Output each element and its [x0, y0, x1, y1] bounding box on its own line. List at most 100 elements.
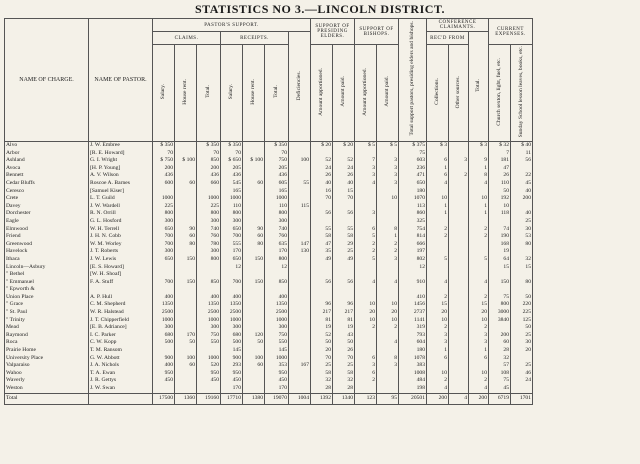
value-cell: 860	[398, 210, 427, 218]
value-cell	[288, 263, 311, 272]
charge-name: Ashland	[4, 157, 89, 165]
value-cell: 170	[220, 248, 243, 256]
value-cell: 700	[220, 233, 243, 241]
charge-name: Havelock	[4, 248, 89, 256]
value-cell: 1000	[152, 316, 175, 325]
value-cell: 450	[152, 377, 175, 385]
value-cell	[174, 187, 197, 196]
value-cell: 20	[376, 309, 399, 317]
charge-name: Ithaca	[4, 255, 89, 264]
value-cell: 12	[264, 263, 289, 272]
value-cell: 3000	[488, 309, 511, 317]
value-cell: 410	[398, 293, 427, 302]
value-cell: 4	[354, 278, 377, 287]
value-cell	[152, 347, 175, 355]
value-cell: 60	[174, 362, 197, 370]
value-cell: 16	[310, 187, 333, 196]
value-cell: 300	[220, 324, 243, 332]
table-row: " Bethel[W. H. Shoaf]	[4, 271, 533, 279]
pastor-name: I. C. Parker	[88, 331, 153, 340]
value-cell: 110	[488, 179, 511, 188]
value-cell: 17710	[220, 392, 243, 405]
presiding-elders-header: SUPPORT OF PRESIDING ELDERS.	[310, 18, 355, 45]
value-cell: 300	[152, 324, 175, 332]
value-cell: $ 650	[220, 157, 243, 165]
charge-name: Crete	[4, 195, 89, 203]
value-cell	[354, 385, 377, 394]
value-cell: 2	[468, 324, 489, 332]
value-cell: 123	[354, 392, 377, 405]
value-cell	[288, 354, 311, 363]
value-cell: 10	[426, 369, 449, 378]
charge-name: Roca	[4, 339, 89, 348]
value-cell: 436	[152, 172, 175, 180]
col-other-sources: Other sources.	[448, 44, 469, 142]
value-cell: 353	[264, 362, 289, 370]
value-cell: 55	[288, 179, 311, 188]
value-cell: 50	[510, 293, 533, 302]
value-cell	[376, 149, 399, 158]
value-cell	[242, 187, 265, 196]
value-cell: 7	[354, 157, 377, 165]
value-cell: 6	[354, 369, 377, 378]
value-cell	[468, 240, 489, 249]
col-sunday-school: Sunday School lesson leaves, books, etc.	[510, 44, 533, 142]
value-cell	[448, 369, 469, 378]
value-cell	[448, 179, 469, 188]
value-cell: 400	[220, 293, 243, 302]
charge-name: Ceresco	[4, 187, 89, 196]
value-cell: 32	[310, 377, 333, 385]
value-cell: 300	[152, 217, 175, 226]
value-cell: 55	[332, 225, 355, 234]
value-cell	[288, 255, 311, 264]
value-cell: 300	[264, 217, 289, 226]
value-cell: 52	[310, 331, 333, 340]
value-cell: 25	[510, 217, 533, 226]
value-cell	[242, 316, 265, 325]
value-cell	[448, 248, 469, 256]
value-cell: 60	[242, 233, 265, 241]
value-cell	[488, 286, 511, 294]
pastor-name: Roscoe A. Barnes	[88, 179, 153, 188]
value-cell	[510, 164, 533, 173]
value-cell: 750	[264, 157, 289, 165]
value-cell	[242, 309, 265, 317]
table-row: " Epworth &	[4, 286, 533, 294]
value-cell: 1	[468, 164, 489, 173]
value-cell: 115	[288, 202, 311, 211]
value-cell	[510, 385, 533, 394]
charge-name: Total	[4, 392, 89, 405]
value-cell: 650	[152, 225, 175, 234]
value-cell	[332, 149, 355, 158]
value-cell: 167	[288, 362, 311, 370]
value-cell: 850	[264, 278, 289, 287]
value-cell: 7	[488, 149, 511, 158]
value-cell: 145	[264, 347, 289, 355]
charge-name: Valparaiso	[4, 362, 89, 370]
value-cell	[288, 233, 311, 241]
value-cell: 1	[376, 233, 399, 241]
value-cell: 32	[510, 255, 533, 264]
value-cell	[288, 301, 311, 310]
value-cell: 1	[468, 347, 489, 355]
value-cell: 10	[468, 195, 489, 203]
pastor-name: W. H. Terrell	[88, 225, 153, 234]
value-cell: 2	[468, 225, 489, 234]
value-cell: 650	[398, 179, 427, 188]
value-cell	[354, 347, 377, 355]
value-cell	[220, 286, 243, 294]
value-cell: 40	[510, 187, 533, 196]
value-cell: 6	[426, 157, 449, 165]
value-cell: 40	[510, 210, 533, 218]
value-cell	[354, 339, 377, 348]
value-cell	[332, 263, 355, 272]
value-cell: 50	[174, 339, 197, 348]
value-cell: $ 350	[220, 141, 243, 150]
value-cell: 2	[468, 377, 489, 385]
value-cell: 850	[196, 157, 221, 165]
